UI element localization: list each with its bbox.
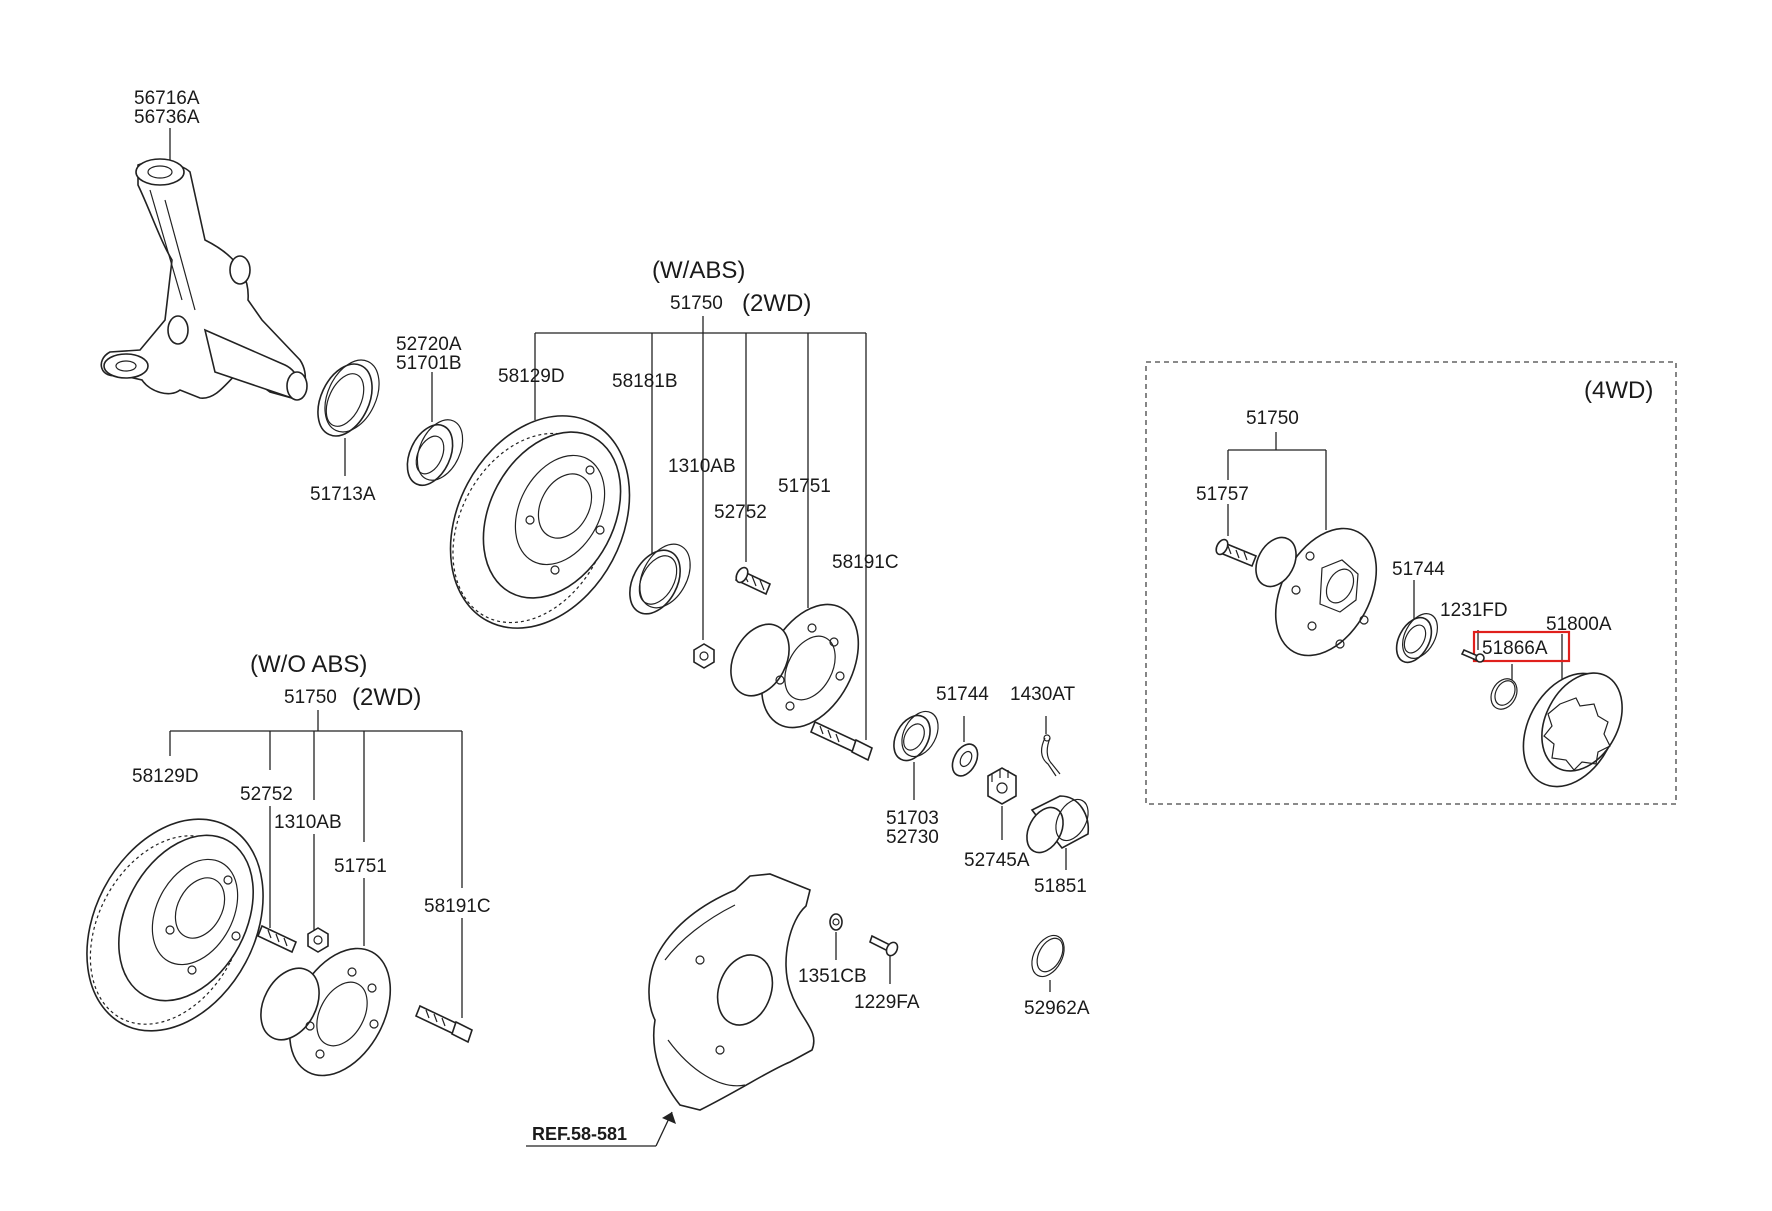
washer-drawing [951, 743, 979, 777]
fwd-screw-drawing [1460, 648, 1485, 663]
highlight-box-51866A [1472, 630, 1571, 663]
castle-nut-drawing [987, 767, 1017, 805]
abs-nut-drawing [693, 643, 715, 669]
label-fwd-51757: 51757 [1196, 484, 1249, 505]
dust-cover-nut-drawing [829, 913, 843, 931]
woabs-stud-drawing [256, 924, 298, 954]
label-52745A: 52745A [964, 850, 1030, 871]
label-woabs-51750: 51750 [284, 687, 337, 708]
label-fwd-51744: 51744 [1392, 559, 1445, 580]
label-woabs-2wd: (2WD) [352, 684, 421, 711]
label-52730: 52730 [886, 827, 939, 848]
label-abs-1310AB: 1310AB [668, 456, 736, 477]
label-52720A: 52720A [396, 334, 462, 355]
snap-ring-drawing [1031, 934, 1065, 978]
abs-brake-disc-drawing [449, 415, 631, 629]
label-1229FA: 1229FA [854, 992, 920, 1013]
steering-knuckle-drawing [100, 158, 308, 401]
label-woabs-58129D: 58129D [132, 766, 199, 787]
fwd-locking-hub-drawing [1522, 672, 1623, 788]
label-51744: 51744 [936, 684, 989, 705]
label-51851: 51851 [1034, 876, 1087, 897]
label-fwd-51800A: 51800A [1546, 614, 1612, 635]
label-woabs-51751: 51751 [334, 856, 387, 877]
label-woabs-1310AB: 1310AB [274, 812, 342, 833]
abs-stud-drawing [734, 566, 772, 596]
label-fwd-51750: 51750 [1246, 408, 1299, 429]
inner-bearing-drawing [406, 419, 464, 487]
abs-bracket-lines [534, 316, 867, 740]
fwd-group-header: (4WD) [1584, 377, 1653, 404]
woabs-hub-drawing [260, 947, 392, 1077]
label-fwd-1231FD: 1231FD [1440, 600, 1508, 621]
label-1430AT: 1430AT [1010, 684, 1076, 705]
fwd-washer-drawing [1395, 613, 1438, 664]
woabs-brake-disc-drawing [86, 818, 264, 1032]
label-1351CB: 1351CB [798, 966, 867, 987]
woabs-bolt-drawing [414, 1004, 473, 1044]
label-abs-58181B: 58181B [612, 371, 678, 392]
label-woabs-52752: 52752 [240, 784, 293, 805]
woabs-group-header: (W/O ABS) [250, 651, 367, 678]
abs-bolt-drawing [809, 720, 873, 762]
fwd-oring-drawing [1490, 678, 1518, 710]
label-abs-51751: 51751 [778, 476, 831, 497]
label-abs-52752: 52752 [714, 502, 767, 523]
label-abs-51750: 51750 [670, 293, 723, 314]
fwd-stud-drawing [1215, 538, 1258, 568]
label-abs-58129D: 58129D [498, 366, 565, 387]
label-51713A: 51713A [310, 484, 376, 505]
grease-cap-drawing [1026, 795, 1089, 854]
woabs-nut-drawing [307, 927, 329, 953]
cotter-pin-drawing [1041, 734, 1061, 777]
label-51703: 51703 [886, 808, 939, 829]
label-woabs-58191C: 58191C [424, 896, 491, 917]
label-abs-58191C: 58191C [832, 552, 899, 573]
label-56716A: 56716A [134, 88, 200, 109]
abs-tone-ring-drawing [629, 543, 691, 615]
label-52962A: 52962A [1024, 998, 1090, 1019]
abs-hub-drawing [730, 603, 860, 729]
label-51701B: 51701B [396, 353, 462, 374]
woabs-bracket-lines [169, 710, 463, 888]
oil-seal-drawing [317, 359, 380, 437]
outer-bearing-drawing [893, 710, 939, 762]
abs-group-header: (W/ABS) [652, 257, 745, 284]
fwd-group-box [1145, 361, 1677, 805]
label-ref-58-581: REF.58-581 [532, 1124, 627, 1144]
label-56736A: 56736A [134, 107, 200, 128]
dust-cover-bolt-drawing [869, 934, 899, 957]
label-fwd-51866A: 51866A [1482, 638, 1548, 659]
fwd-hub-drawing [1255, 527, 1378, 657]
label-abs-2wd: (2WD) [742, 290, 811, 317]
dust-cover-drawing [648, 873, 815, 1111]
